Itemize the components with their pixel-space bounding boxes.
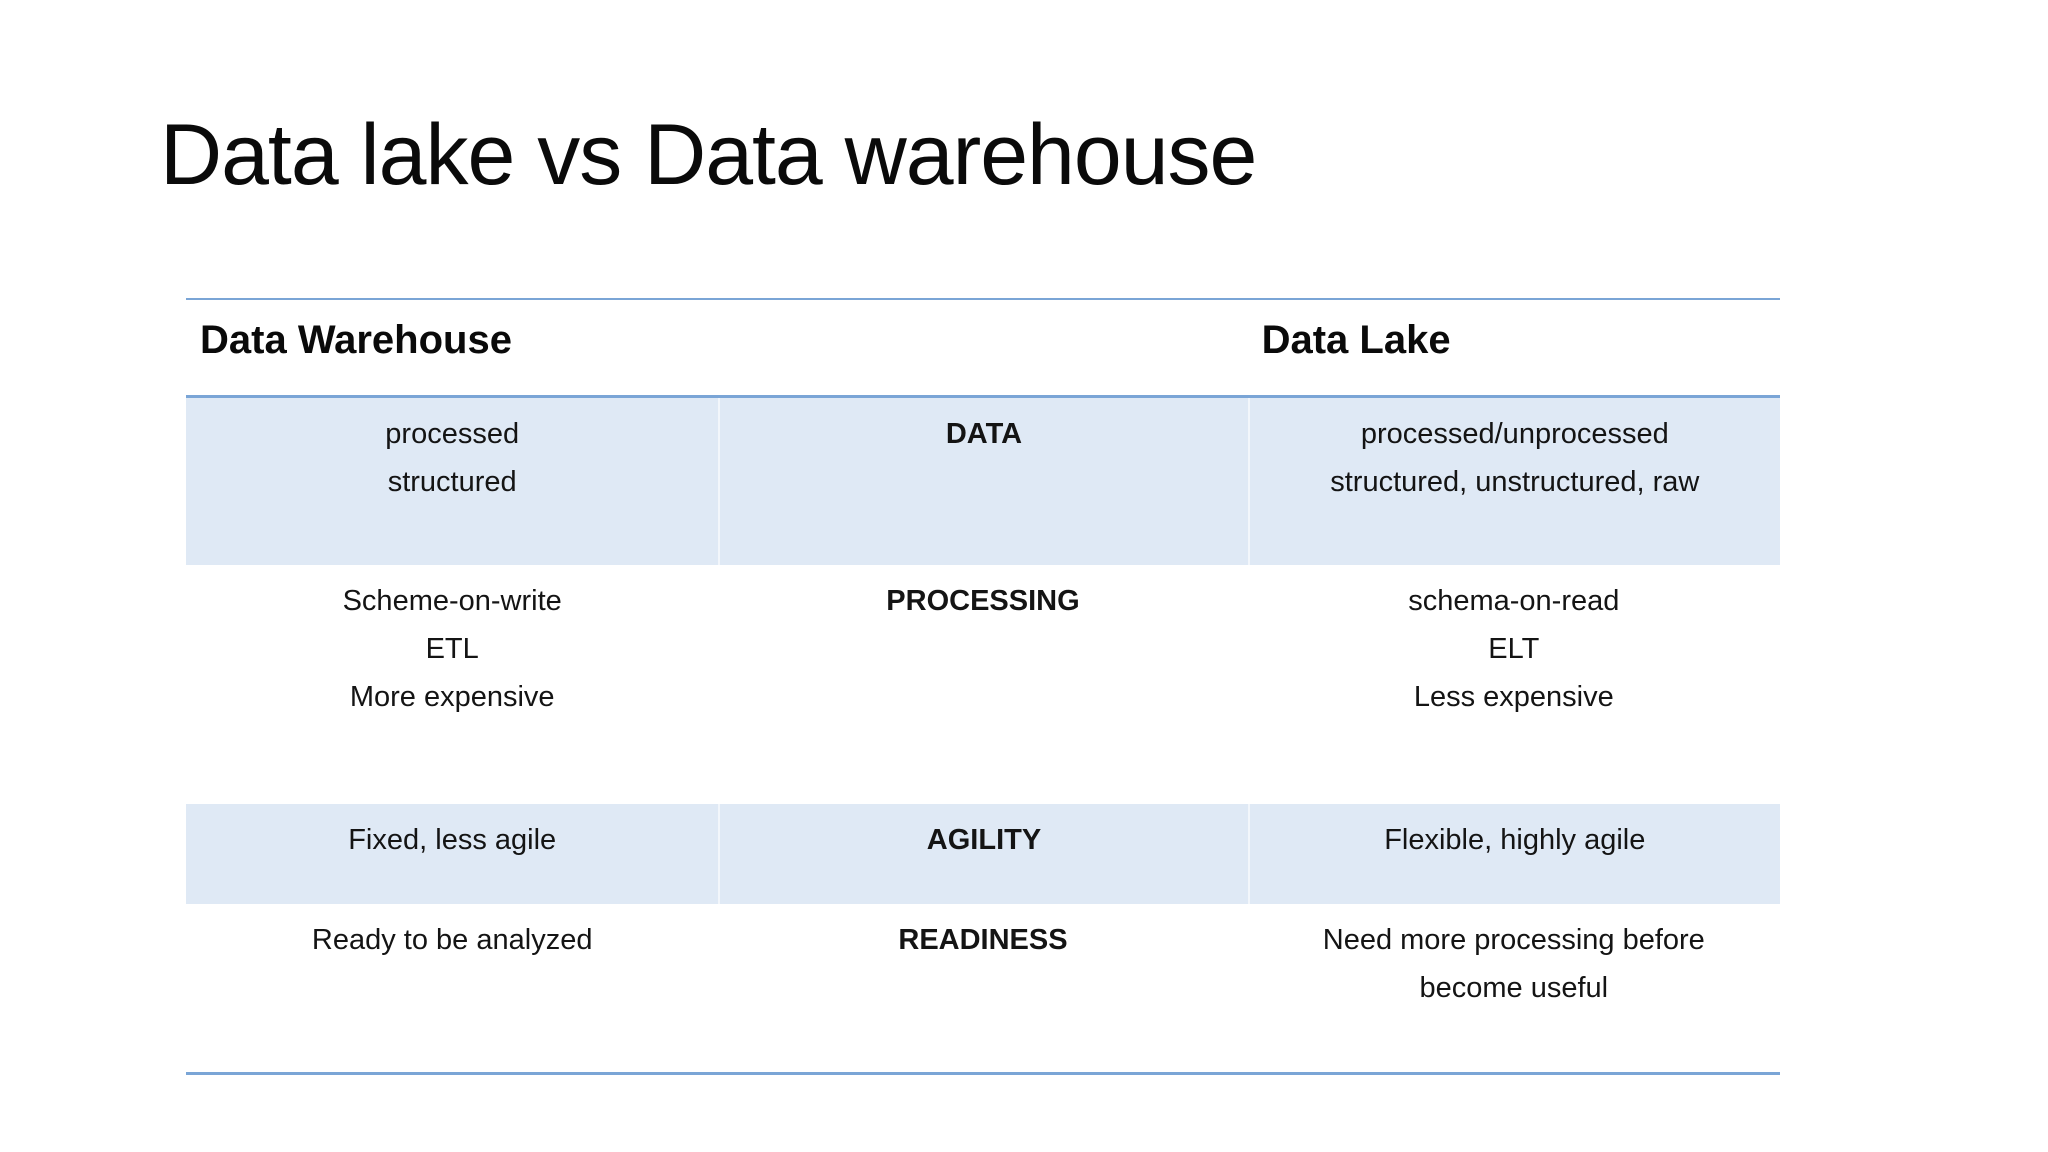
cell-line: Fixed, less agile <box>348 824 557 856</box>
cell-line: processed/unprocessed <box>1360 418 1669 450</box>
comparison-table: Data Warehouse Data Lake processed struc… <box>186 298 1780 1075</box>
table-header-row: Data Warehouse Data Lake <box>186 300 1780 398</box>
cell-line: ETL <box>425 633 479 665</box>
header-cell-data-warehouse: Data Warehouse <box>200 318 512 362</box>
cell-line: become useful <box>1419 972 1609 1004</box>
cell-lake-agility: Flexible, highly agile <box>1247 804 1780 904</box>
cell-line: Less expensive <box>1413 681 1614 713</box>
cell-warehouse-readiness: Ready to be analyzed <box>186 904 718 1072</box>
cell-line: Flexible, highly agile <box>1384 824 1646 856</box>
cell-line: ELT <box>1488 633 1540 665</box>
cell-line: More expensive <box>349 681 555 713</box>
slide-title: Data lake vs Data warehouse <box>160 107 1257 203</box>
cell-attribute-data: DATA <box>718 398 1247 565</box>
cell-attribute-processing: PROCESSING <box>886 585 1080 617</box>
table-row-data: processed structured DATA processed/unpr… <box>186 398 1780 565</box>
cell-line: schema-on-read <box>1408 585 1620 617</box>
cell-warehouse-agility: Fixed, less agile <box>186 804 718 904</box>
cell-attribute-readiness: READINESS <box>898 924 1068 956</box>
cell-warehouse-data: processed structured <box>186 398 718 565</box>
cell-line: Scheme-on-write <box>342 585 562 617</box>
cell-lake-data: processed/unprocessed structured, unstru… <box>1247 398 1780 565</box>
cell-line: structured, unstructured, raw <box>1330 466 1700 498</box>
cell-line: Need more processing before <box>1322 924 1705 956</box>
table-row-agility: Fixed, less agile AGILITY Flexible, high… <box>186 804 1780 904</box>
cell-lake-processing: schema-on-read ELT Less expensive <box>1248 565 1780 804</box>
cell-warehouse-processing: Scheme-on-write ETL More expensive <box>186 565 718 804</box>
table-row-processing: Scheme-on-write ETL More expensive PROCE… <box>186 565 1780 804</box>
header-cell-spacer <box>718 300 1247 395</box>
header-cell-data-lake: Data Lake <box>1261 318 1451 362</box>
cell-line: Ready to be analyzed <box>311 924 593 956</box>
table-row-readiness: Ready to be analyzed READINESS Need more… <box>186 904 1780 1072</box>
cell-attribute-agility: AGILITY <box>718 804 1247 904</box>
cell-line: processed <box>385 418 520 450</box>
cell-lake-readiness: Need more processing before become usefu… <box>1248 904 1780 1072</box>
cell-line: structured <box>387 466 517 498</box>
